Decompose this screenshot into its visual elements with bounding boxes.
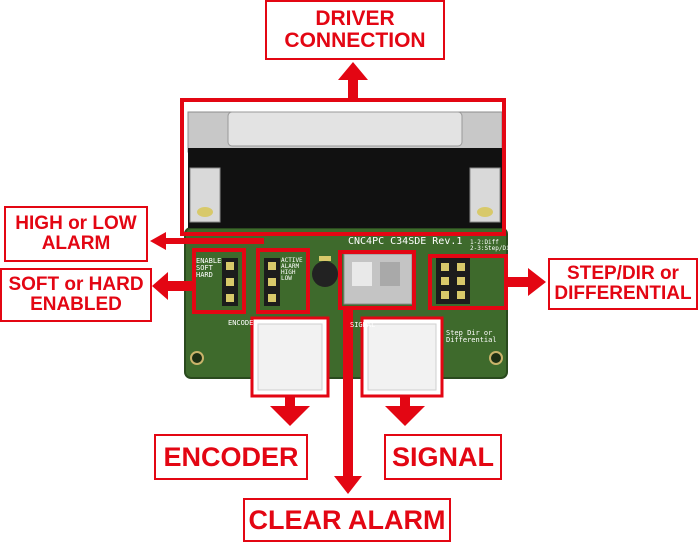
mounting-hole — [190, 351, 204, 365]
step-dir-note-silkscreen: Step Dir or Differential — [446, 329, 497, 344]
clear-alarm-highlight — [338, 250, 416, 310]
callout-soft-hard-enabled: SOFT or HARD ENABLED — [0, 268, 152, 322]
alarm-jumper-highlight — [256, 248, 310, 314]
capacitor — [312, 261, 338, 287]
db-connector-face — [227, 111, 463, 147]
callout-driver-connection: DRIVER CONNECTION — [265, 0, 445, 60]
db-connector-body — [188, 148, 502, 228]
mounting-hole — [489, 351, 503, 365]
callout-encoder: ENCODER — [154, 434, 308, 480]
board-title-silkscreen: CNC4PC C34SDE Rev.1 — [348, 236, 463, 247]
callout-signal: SIGNAL — [384, 434, 502, 480]
signal-silkscreen: SIGNAL — [350, 321, 376, 329]
callout-step-dir-differential: STEP/DIR or DIFFERENTIAL — [548, 258, 698, 310]
arrow-soft-hard-enabled — [152, 272, 196, 300]
callout-high-low-alarm: HIGH or LOW ALARM — [4, 206, 148, 262]
arrow-step-dir — [506, 268, 546, 296]
encoder-silkscreen: ENCODER — [228, 319, 258, 327]
arrow-driver-connection — [338, 62, 368, 102]
driver-connection-highlight — [180, 98, 506, 236]
step-dir-jumper-silkscreen: 1-2:Diff 2-3:Step/Dir — [470, 239, 514, 252]
arrow-clear-alarm — [334, 306, 362, 494]
arrow-high-low-alarm — [150, 232, 264, 250]
alarm-jumper-silkscreen: ACTIVE ALARM HIGH LOW — [281, 257, 303, 282]
arrow-signal — [385, 396, 425, 426]
arrow-encoder — [270, 396, 310, 426]
callout-clear-alarm: CLEAR ALARM — [243, 498, 451, 542]
enable-jumper-silkscreen: ENABLE SOFT HARD — [196, 257, 222, 279]
